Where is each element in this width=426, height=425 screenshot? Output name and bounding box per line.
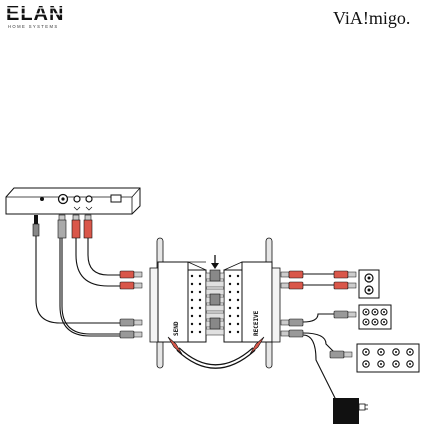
jack-left xyxy=(74,196,80,202)
twisted-pair-wires xyxy=(206,270,224,335)
two-jack-panel xyxy=(359,270,379,298)
jack-audio xyxy=(40,197,44,201)
jack-network xyxy=(111,195,121,202)
send-label: SEND xyxy=(173,321,180,336)
receive-output-plugs xyxy=(281,271,303,337)
receive-unit: RECEIVE xyxy=(224,262,280,342)
source-device xyxy=(6,188,140,214)
output-end-plugs xyxy=(330,271,356,358)
source-plugs xyxy=(33,215,92,238)
send-input-plugs xyxy=(120,271,142,338)
viamigo-logo: ViA!migo. xyxy=(333,8,410,28)
jack-right xyxy=(86,196,92,202)
down-arrow-icon xyxy=(211,255,219,269)
elan-tagline: HOME SYSTEMS xyxy=(8,24,59,29)
source-cables xyxy=(36,236,132,336)
elan-logo: ELAN HOME SYSTEMS xyxy=(6,3,70,29)
send-unit: SEND xyxy=(150,262,206,342)
receive-label: RECEIVE xyxy=(253,310,260,336)
viamigo-logo-text: ViA!migo. xyxy=(333,8,410,28)
six-jack-panel xyxy=(359,305,391,329)
power-adapter-icon xyxy=(333,398,368,424)
output-cables xyxy=(303,274,336,400)
eight-jack-panel xyxy=(357,344,419,372)
